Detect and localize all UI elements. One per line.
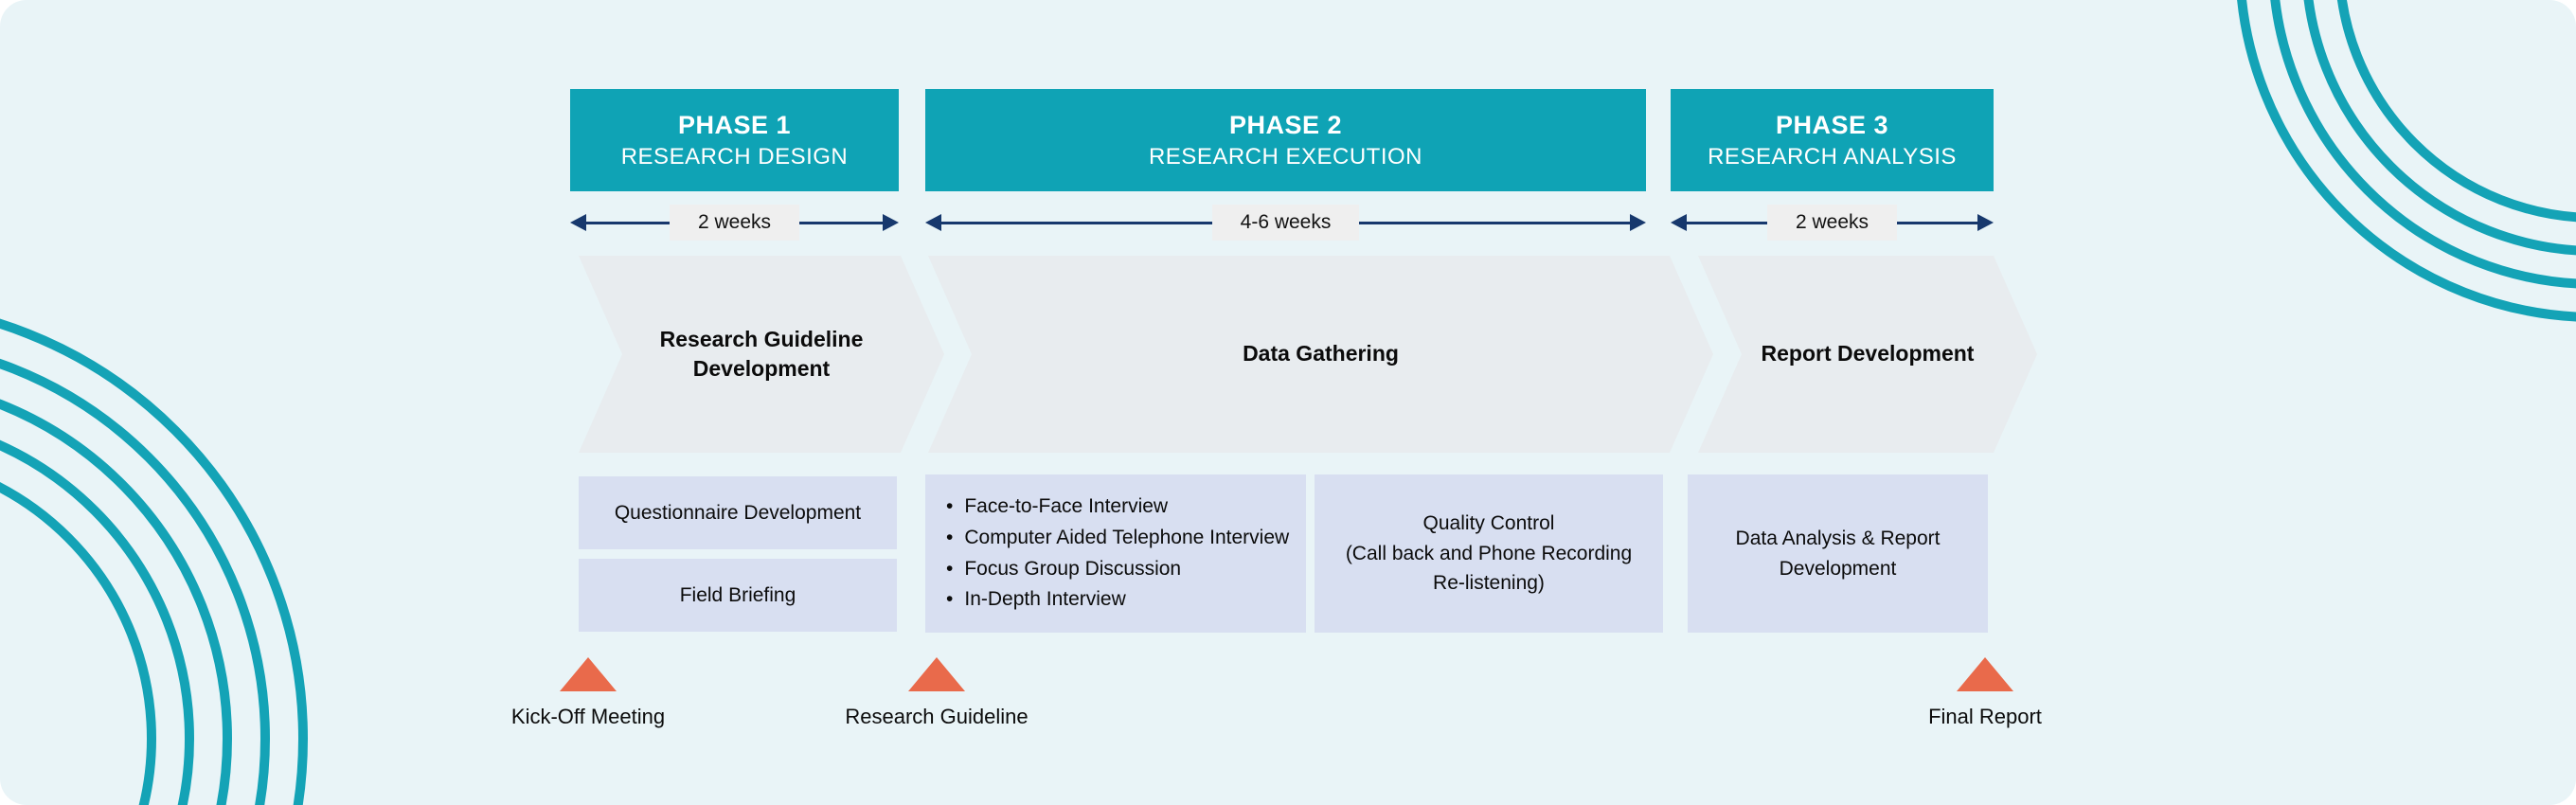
chevron-3-label: Report Development bbox=[1761, 341, 1975, 367]
milestone-kick-off-meeting: Kick-Off Meeting bbox=[474, 657, 702, 729]
phase-1-duration-label: 2 weeks bbox=[669, 205, 800, 241]
chevron-1-label: Research Guideline Development bbox=[659, 326, 864, 381]
phase-1-subtitle: RESEARCH DESIGN bbox=[620, 143, 849, 170]
phase-3-subtitle: RESEARCH ANALYSIS bbox=[1708, 143, 1957, 170]
milestone-kick-off-label: Kick-Off Meeting bbox=[510, 705, 666, 728]
box-field-briefing-label: Field Briefing bbox=[679, 583, 796, 606]
box-data-analysis-report: Data Analysis & Report Development bbox=[1688, 474, 1988, 633]
arrow-left-icon bbox=[1671, 214, 1687, 231]
chevron-research-guideline-development: Research Guideline Development bbox=[579, 256, 944, 453]
duration-line bbox=[1359, 221, 1630, 224]
milestone-triangle-icon bbox=[1957, 657, 2013, 691]
phase-2-duration-label: 4-6 weeks bbox=[1211, 205, 1360, 241]
phase-1-duration-arrow: 2 weeks bbox=[570, 202, 900, 243]
chevron-report-development: Report Development bbox=[1698, 256, 2037, 453]
chevron-2-label: Data Gathering bbox=[1243, 341, 1399, 367]
duration-line bbox=[799, 221, 884, 224]
phase-2-title: PHASE 2 bbox=[1228, 110, 1343, 139]
duration-line bbox=[1897, 221, 1978, 224]
phase-2-subtitle: RESEARCH EXECUTION bbox=[1148, 143, 1423, 170]
phase-1-title: PHASE 1 bbox=[677, 110, 792, 139]
milestone-final-report-label: Final Report bbox=[1928, 705, 2042, 728]
milestone-triangle-icon bbox=[560, 657, 617, 691]
box-quality-control-label: Quality Control (Call back and Phone Rec… bbox=[1345, 512, 1633, 595]
milestone-triangle-icon bbox=[908, 657, 965, 691]
box-quality-control: Quality Control (Call back and Phone Rec… bbox=[1315, 474, 1663, 633]
phase-1-header: PHASE 1 RESEARCH DESIGN bbox=[570, 89, 899, 191]
arrow-left-icon bbox=[925, 214, 941, 231]
duration-line bbox=[1687, 221, 1767, 224]
milestone-research-guideline: Research Guideline bbox=[823, 657, 1050, 729]
phase-3-header: PHASE 3 RESEARCH ANALYSIS bbox=[1671, 89, 1994, 191]
decorative-arcs-bottom-left-icon bbox=[0, 318, 308, 805]
box-data-analysis-label: Data Analysis & Report Development bbox=[1735, 528, 1941, 580]
box-questionnaire-label: Questionnaire Development bbox=[614, 501, 862, 524]
chevron-data-gathering: Data Gathering bbox=[928, 256, 1713, 453]
phase-3-title: PHASE 3 bbox=[1775, 110, 1889, 139]
box-questionnaire-development: Questionnaire Development bbox=[579, 476, 897, 549]
phase-3-duration-label: 2 weeks bbox=[1766, 205, 1898, 241]
data-gathering-method-list: Face-to-Face InterviewComputer Aided Tel… bbox=[925, 492, 1302, 615]
arrow-right-icon bbox=[1630, 214, 1646, 231]
duration-line bbox=[941, 221, 1212, 224]
phase-2-duration-arrow: 4-6 weeks bbox=[925, 202, 1646, 243]
arrow-right-icon bbox=[1977, 214, 1995, 231]
arrow-left-icon bbox=[570, 214, 586, 231]
box-data-gathering-methods: Face-to-Face InterviewComputer Aided Tel… bbox=[925, 474, 1306, 633]
box-field-briefing: Field Briefing bbox=[579, 559, 897, 632]
phase-3-duration-arrow: 2 weeks bbox=[1671, 202, 1995, 243]
milestone-research-guideline-label: Research Guideline bbox=[845, 705, 1029, 728]
decorative-arcs-top-right-icon bbox=[2237, 0, 2576, 322]
milestone-final-report: Final Report bbox=[1871, 657, 2099, 729]
phase-2-header: PHASE 2 RESEARCH EXECUTION bbox=[925, 89, 1646, 191]
duration-line bbox=[586, 221, 670, 224]
arrow-right-icon bbox=[883, 214, 900, 231]
